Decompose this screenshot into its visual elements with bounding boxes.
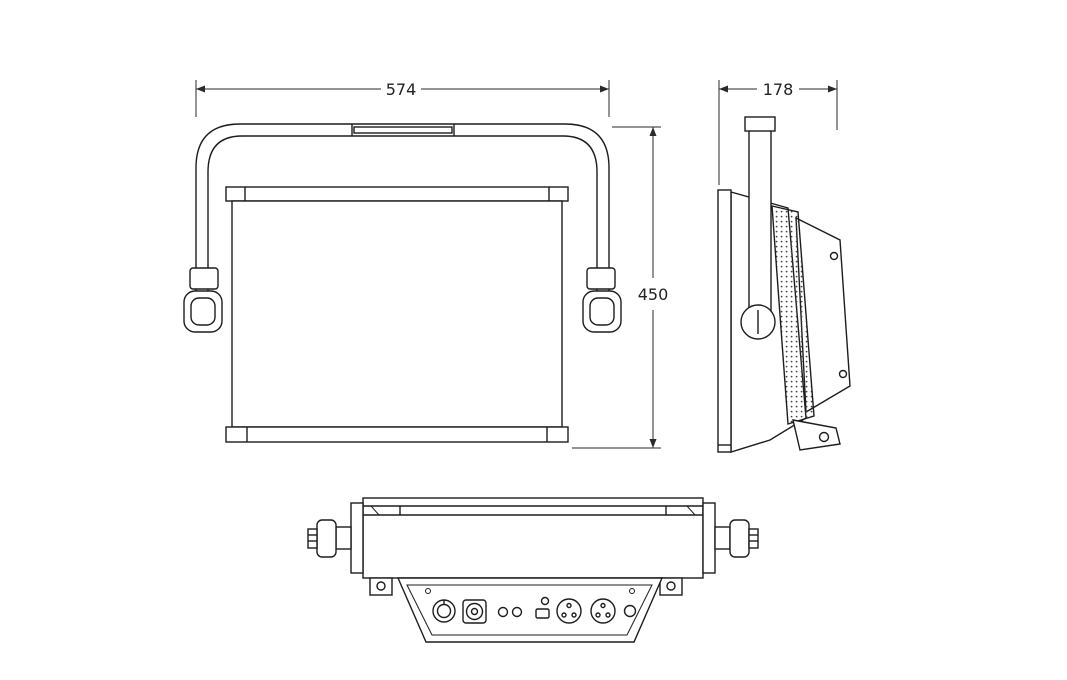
- front-bezel: [717, 189, 732, 453]
- dim-label-front-width: 574: [386, 80, 417, 99]
- diffuser-panel: [771, 205, 815, 425]
- power-connector-out: [462, 599, 487, 624]
- fuse-holder: [623, 604, 637, 618]
- fixture-front-body: [225, 186, 569, 443]
- power-connector-in: [432, 599, 456, 623]
- mount-tab-right: [659, 577, 683, 596]
- display-window: [535, 608, 550, 619]
- indicator-led: [540, 596, 550, 606]
- tilt-knob-right: [582, 267, 622, 333]
- panel-screw-left: [425, 588, 431, 594]
- dimension-front-height: 450: [572, 126, 669, 449]
- dmx-connector-in: [556, 598, 582, 624]
- dimension-side-depth: 178: [718, 80, 838, 185]
- dim-label-side-depth: 178: [763, 80, 794, 99]
- bottom-rail: [225, 426, 569, 443]
- mount-tab-left: [369, 577, 393, 596]
- foot-bracket: [792, 419, 841, 451]
- end-cap-left: [350, 502, 364, 574]
- dimension-front-width: 574: [195, 80, 610, 117]
- tilt-knob-left: [183, 267, 223, 333]
- panel-face: [231, 200, 563, 428]
- connector-panel: [396, 577, 664, 643]
- panel-screw-right: [629, 588, 635, 594]
- front-view: [183, 123, 622, 443]
- side-view: [717, 116, 851, 453]
- bottom-housing: [362, 497, 704, 579]
- bracket-hole-bottom: [838, 369, 848, 379]
- dmx-connector-out: [590, 598, 616, 624]
- top-rail: [225, 186, 569, 202]
- bottom-view: [307, 497, 759, 643]
- bracket-hole-top: [829, 251, 839, 261]
- end-cap-right: [702, 502, 716, 574]
- menu-button: [497, 606, 509, 618]
- bottom-knob-left: [307, 519, 352, 558]
- yoke-handle: [195, 123, 610, 318]
- yoke-arm-side: [744, 116, 776, 333]
- side-tilt-knob: [740, 304, 776, 340]
- enter-button: [511, 606, 523, 618]
- bottom-knob-right: [714, 519, 759, 558]
- dim-label-front-height: 450: [638, 285, 669, 304]
